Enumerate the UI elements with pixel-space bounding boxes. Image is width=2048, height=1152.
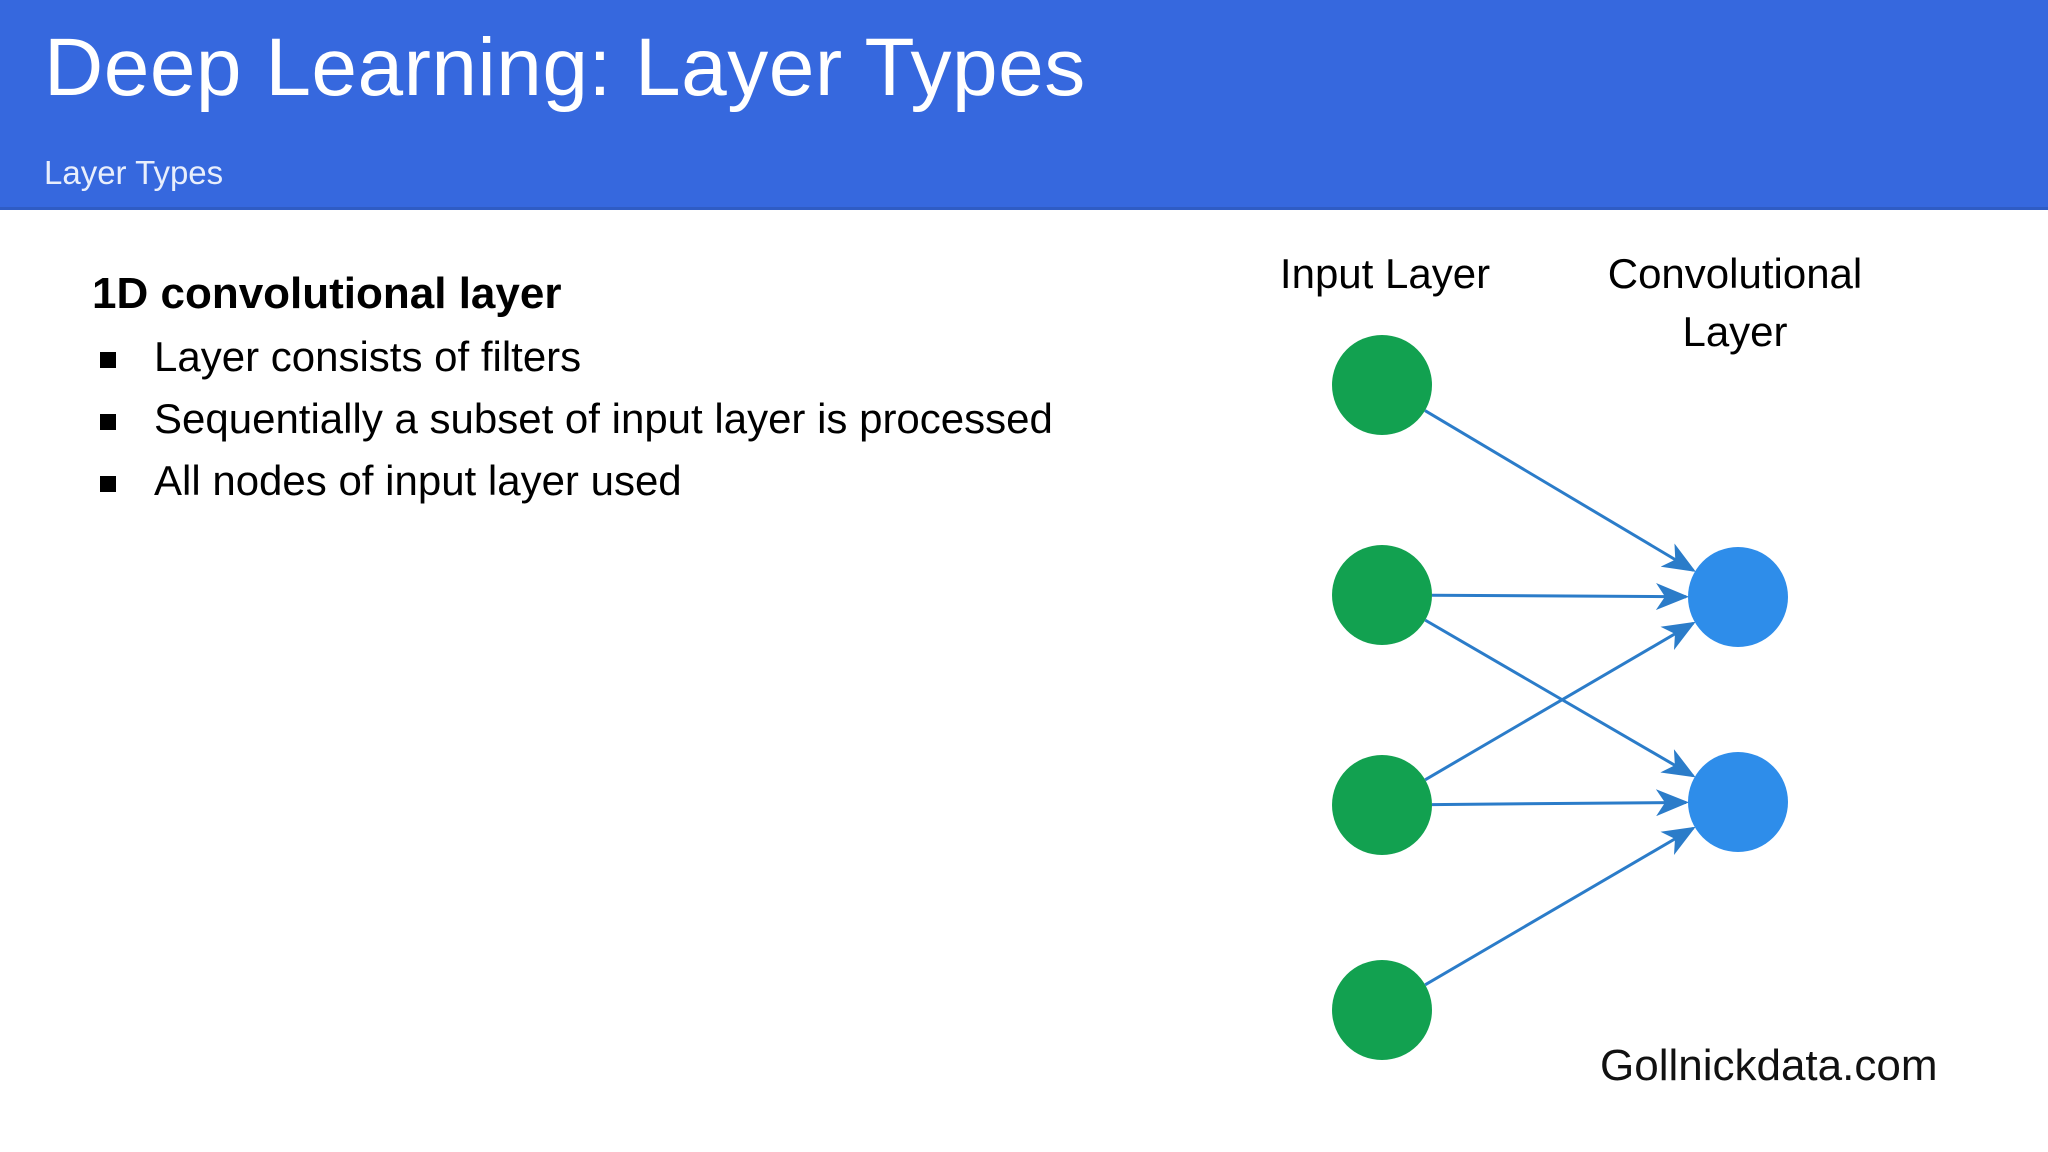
network-node-convolutional <box>1688 547 1788 647</box>
network-edge <box>1424 621 1696 782</box>
network-edge <box>1424 826 1696 987</box>
network-edge <box>1424 618 1696 778</box>
network-node-input <box>1332 960 1432 1060</box>
input-layer-label: Input Layer <box>1279 250 1491 297</box>
content-heading: 1D convolutional layer <box>92 269 562 318</box>
network-graph <box>1332 335 1788 1060</box>
content-column: 1D convolutional layer Layer consists of… <box>92 268 1212 512</box>
square-bullet-icon <box>100 476 116 492</box>
list-item-label: Sequentially a subset of input layer is … <box>154 395 1053 442</box>
slide-header: Deep Learning: Layer Types Layer Types <box>0 0 2048 210</box>
convolutional-layer-label-line1: Convolutional <box>1607 250 1863 297</box>
network-node-input <box>1332 755 1432 855</box>
list-item: Sequentially a subset of input layer is … <box>92 388 1212 450</box>
list-item-label: All nodes of input layer used <box>154 457 682 504</box>
network-edge <box>1424 409 1696 572</box>
square-bullet-icon <box>100 352 116 368</box>
network-node-input <box>1332 545 1432 645</box>
network-node-convolutional <box>1688 752 1788 852</box>
footer-brand: Gollnickdata.com <box>1600 1041 1938 1090</box>
network-edge <box>1431 583 1690 611</box>
slide-subtitle: Layer Types <box>44 154 224 191</box>
convolutional-layer-label-line2: Layer <box>1682 308 1788 355</box>
bullet-list: Layer consists of filters Sequentially a… <box>92 326 1212 512</box>
list-item: All nodes of input layer used <box>92 450 1212 512</box>
convolutional-layer-label: Convolutional Layer <box>1545 245 1925 361</box>
network-node-input <box>1332 335 1432 435</box>
neural-network-diagram <box>1220 230 1980 1090</box>
page-title: Deep Learning: Layer Types <box>44 22 1086 113</box>
node-group <box>1332 335 1788 1060</box>
network-edge <box>1431 789 1690 817</box>
edge-group <box>1424 409 1696 987</box>
square-bullet-icon <box>100 414 116 430</box>
list-item-label: Layer consists of filters <box>154 333 582 380</box>
list-item: Layer consists of filters <box>92 326 1212 388</box>
